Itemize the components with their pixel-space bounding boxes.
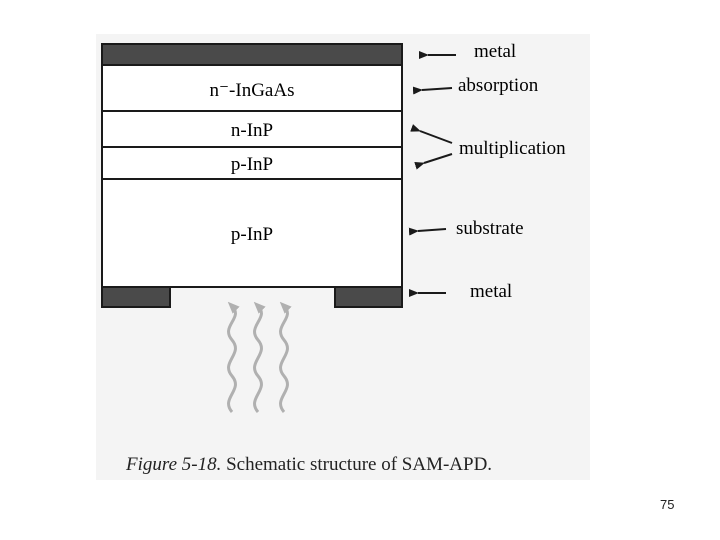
wavy-arrows-icon [227, 301, 292, 413]
light-arrow-right [279, 301, 292, 413]
top-metal-contact [101, 43, 403, 66]
bottom-metal-right [334, 286, 403, 308]
n-inp-layer [101, 110, 403, 148]
bottom-metal-left [101, 286, 171, 308]
caption-text: Schematic structure of SAM-APD. [221, 454, 493, 475]
absorption-label: absorption [458, 75, 539, 96]
light-arrow-middle [253, 301, 266, 413]
p-inp-layer-label: p-InP [231, 154, 273, 175]
substrate-layer [101, 178, 403, 288]
absorption-layer-label: n⁻-InGaAs [210, 80, 295, 101]
light-arrow-left [227, 301, 240, 413]
substrate-layer-label: p-InP [231, 224, 273, 245]
absorption-arrow [412, 86, 453, 95]
p-inp-layer [101, 146, 403, 180]
top-metal-label: metal [474, 41, 516, 62]
multiplication-label: multiplication [459, 138, 566, 159]
figure-caption: Figure 5-18. Schematic structure of SAM-… [126, 454, 492, 476]
n-inp-layer-label: n-InP [231, 120, 273, 141]
multiplication-arrow-lower [414, 153, 453, 170]
substrate-label: substrate [456, 218, 524, 239]
substrate-arrow [408, 227, 447, 236]
bottom-metal-label: metal [470, 281, 512, 302]
multiplication-arrow-upper [410, 124, 453, 144]
figure-label: Figure 5-18. [126, 454, 222, 475]
page-number: 75 [660, 497, 675, 512]
